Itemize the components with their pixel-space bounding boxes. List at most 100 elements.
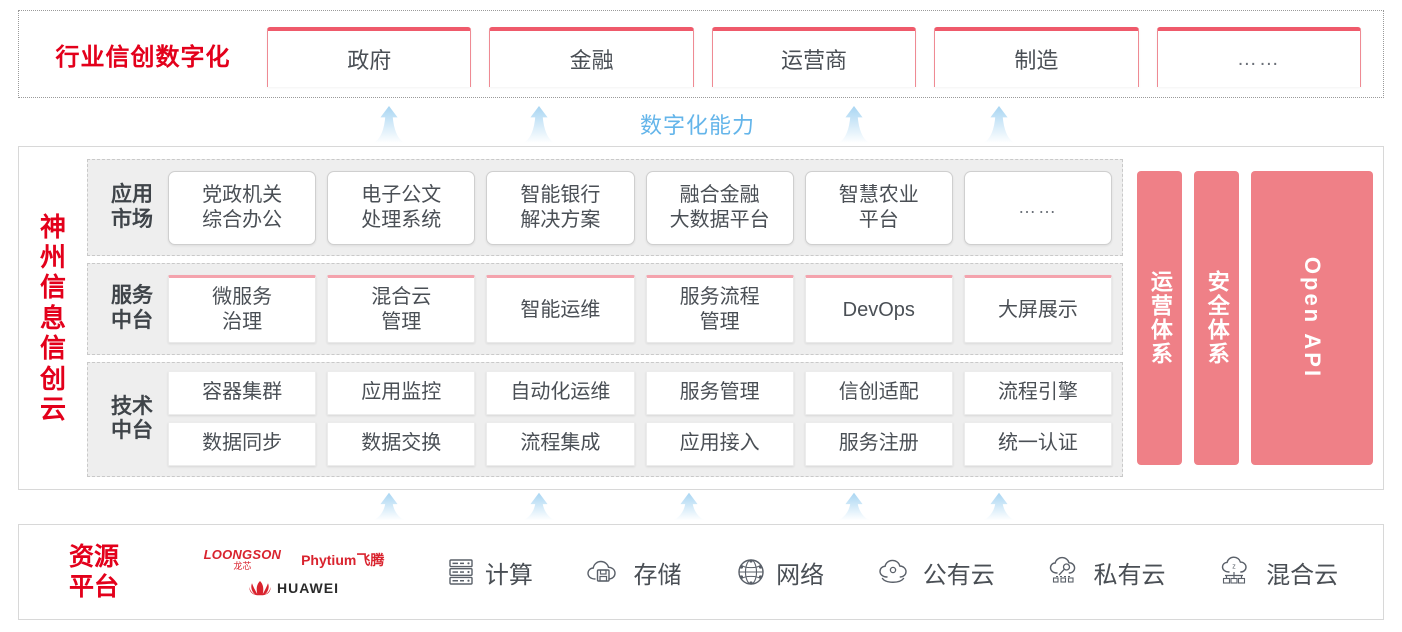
resource-item-private-cloud[interactable]: 私有云 (1048, 555, 1165, 590)
card-line1: 党政机关 (202, 183, 283, 206)
private-cloud-icon (1050, 556, 1076, 583)
layer-service-platform: 服务 中台 微服务 治理 混合云 管 (87, 263, 1123, 355)
card-label: 数据同步 (202, 432, 283, 455)
digital-capability-label: 数字化能力 (640, 113, 756, 138)
pillar-security-system[interactable]: 安全体系 (1193, 171, 1239, 465)
card-line2: 平台 (858, 208, 899, 231)
card-label: 统一认证 (997, 432, 1078, 455)
svc-card-devops[interactable]: DevOps (804, 275, 953, 344)
svc-card-service-process-mgmt[interactable]: 服务流程 管理 (645, 275, 794, 344)
resource-item-compute[interactable]: 计算 (446, 555, 533, 590)
industry-tab-manufacturing[interactable]: 制造 (934, 27, 1139, 87)
application-market-cards: 党政机关 综合办公 电子公文 处理系统 智能银行 (168, 168, 1113, 247)
vendor-logo-row-2: HUAWEI (249, 580, 339, 596)
card-line1: 服务流程 (679, 286, 760, 309)
svc-card-large-screen-display[interactable]: 大屏展示 (963, 275, 1113, 344)
industry-tab-label: 制造 (1014, 48, 1059, 73)
up-arrow-icon (837, 105, 871, 143)
card-line1: 电子公文 (361, 183, 442, 206)
resource-item-label: 混合云 (1266, 561, 1339, 589)
vendor-logo-row-1: LOONGSON 龙芯 Phytium飞腾 (204, 548, 385, 571)
pillar-label: 运营体系 (1147, 270, 1173, 366)
tech-card-xinchuang-adaptation[interactable]: 信创适配 (804, 370, 953, 415)
cloud-platform-title: 神州信息信创云 (19, 147, 87, 489)
tech-card-data-sync[interactable]: 数据同步 (168, 421, 317, 466)
app-card-edoc-system[interactable]: 电子公文 处理系统 (327, 170, 476, 245)
card-label: 应用接入 (679, 432, 760, 455)
pillar-label: Open API (1299, 256, 1325, 380)
tech-card-process-integration[interactable]: 流程集成 (486, 421, 635, 466)
card-line2: 大数据平台 (669, 208, 770, 231)
up-arrow-icon (837, 492, 871, 521)
app-card-more[interactable]: …… (963, 170, 1113, 245)
cloud-body: 应用 市场 党政机关 综合办公 电子公文 (87, 147, 1383, 489)
tech-card-process-engine[interactable]: 流程引擎 (963, 370, 1113, 415)
technology-platform-cards: 容器集群 应用监控 自动化运维 服务管理 (168, 370, 1113, 468)
pillar-open-api[interactable]: Open API (1250, 171, 1374, 465)
tech-card-container-cluster[interactable]: 容器集群 (168, 370, 317, 415)
card-label: 流程集成 (520, 432, 601, 455)
phytium-logo: Phytium飞腾 (301, 551, 385, 568)
app-card-smart-bank[interactable]: 智能银行 解决方案 (486, 170, 635, 245)
card-line1: 融合金融 (679, 183, 760, 206)
card-line1: 微服务 (212, 286, 273, 309)
resource-item-hybrid-cloud[interactable]: z 混合云 (1219, 555, 1338, 590)
industry-tab-label: 金融 (569, 48, 614, 73)
tech-card-data-exchange[interactable]: 数据交换 (327, 421, 476, 466)
industry-tab-finance[interactable]: 金融 (489, 27, 694, 87)
network-icon (738, 559, 764, 585)
tech-card-service-mgmt[interactable]: 服务管理 (645, 370, 794, 415)
resource-item-label: 计算 (484, 561, 533, 589)
layer-label-application-market: 应用 市场 (96, 183, 168, 233)
card-line1: …… (1017, 197, 1058, 218)
svc-card-intelligent-ops[interactable]: 智能运维 (486, 275, 635, 344)
cloud-title-char: 创 (39, 363, 66, 394)
cloud-title-char: 神 (39, 211, 66, 242)
industry-tab-more[interactable]: …… (1156, 27, 1362, 87)
industry-band: 行业信创数字化 政府 金融 运营商 制造 …… (18, 10, 1384, 98)
cloud-title-char: 云 (39, 394, 66, 425)
tech-card-automated-ops[interactable]: 自动化运维 (486, 370, 635, 415)
resource-platform-title: 资源 平台 (19, 542, 169, 602)
side-pillars: 运营体系 安全体系 Open API (1123, 159, 1374, 477)
svc-card-microservice-governance[interactable]: 微服务 治理 (168, 275, 317, 344)
resource-item-label: 私有云 (1093, 561, 1166, 589)
up-arrow-icon (372, 492, 406, 521)
industry-tab-telecom[interactable]: 运营商 (711, 27, 917, 87)
card-label: 信创适配 (838, 381, 919, 404)
card-line2: 管理 (381, 311, 422, 334)
app-card-gov-office[interactable]: 党政机关 综合办公 (168, 170, 317, 245)
card-label: 服务注册 (838, 432, 919, 455)
tech-card-unified-auth[interactable]: 统一认证 (963, 421, 1113, 466)
cloud-layer-rows: 应用 市场 党政机关 综合办公 电子公文 (87, 159, 1123, 477)
tech-card-app-monitoring[interactable]: 应用监控 (327, 370, 476, 415)
card-label: 应用监控 (361, 381, 442, 404)
card-label: 自动化运维 (510, 381, 611, 404)
resource-item-storage[interactable]: 存储 (586, 555, 681, 590)
industry-tab-label: 运营商 (781, 48, 848, 73)
hybrid-cloud-icon: z (1221, 556, 1247, 584)
loongson-logo-text: LOONGSON (203, 547, 282, 562)
industry-tab-government[interactable]: 政府 (267, 27, 472, 87)
tech-card-service-registry[interactable]: 服务注册 (804, 421, 953, 466)
layer-label-technology-platform: 技术 中台 (96, 395, 168, 445)
layer-label-line2: 中台 (111, 309, 153, 333)
cloud-title-char: 州 (39, 241, 66, 272)
resource-item-network[interactable]: 网络 (735, 555, 824, 590)
layer-application-market: 应用 市场 党政机关 综合办公 电子公文 (87, 159, 1123, 257)
layer-label-line1: 应用 (111, 182, 153, 206)
technology-cards-row-2: 数据同步 数据交换 流程集成 应用接入 (168, 421, 1113, 466)
card-line1: 智慧农业 (838, 183, 919, 206)
app-card-finance-bigdata[interactable]: 融合金融 大数据平台 (645, 170, 794, 245)
card-line2: 综合办公 (202, 208, 283, 231)
pillar-operations-system[interactable]: 运营体系 (1137, 171, 1182, 465)
resource-item-public-cloud[interactable]: 公有云 (878, 555, 995, 590)
card-line2: 处理系统 (361, 208, 442, 231)
tech-card-app-access[interactable]: 应用接入 (645, 421, 794, 466)
resource-title-line2: 平台 (68, 573, 119, 601)
industry-title: 行业信创数字化 (55, 43, 231, 71)
card-line2: 管理 (699, 311, 740, 334)
app-card-smart-agriculture[interactable]: 智慧农业 平台 (804, 170, 953, 245)
svc-card-hybrid-cloud-mgmt[interactable]: 混合云 管理 (327, 275, 476, 344)
